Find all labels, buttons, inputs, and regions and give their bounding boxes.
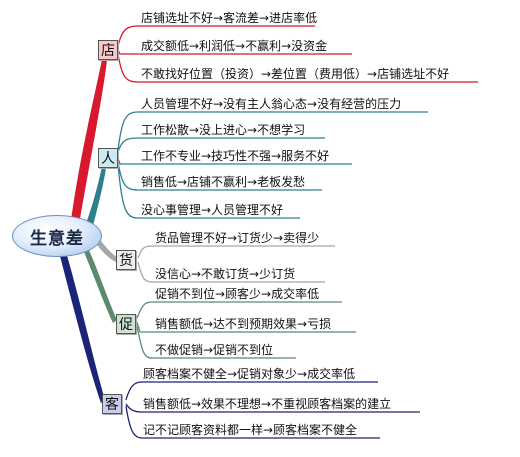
sub-lines-ke [125, 381, 420, 439]
sub-lines-ren [117, 111, 428, 219]
ren-item-5[interactable]: 没心事管理→人员管理不好 [141, 203, 284, 217]
category-dian-label: 店 [101, 43, 115, 59]
central-topic[interactable]: 生意差 [12, 215, 102, 257]
central-topic-label: 生意差 [30, 228, 84, 249]
category-cu[interactable]: 促 [116, 314, 136, 334]
category-dian[interactable]: 店 [98, 40, 118, 60]
huo-item-2[interactable]: 没信心→不敢订货→少订货 [155, 267, 296, 281]
dian-item-2[interactable]: 成交额低→利润低→不赢利→没资金 [141, 39, 328, 53]
category-ke-label: 客 [105, 397, 119, 413]
dian-item-3[interactable]: 不敢找好位置（投资）→差位置（费用低）→店铺选址不好 [141, 67, 450, 81]
branch-ren [85, 158, 107, 230]
cu-item-1[interactable]: 促销不到位→顾客少→成交率低 [155, 287, 320, 301]
cu-item-3[interactable]: 不做促销→促销不到位 [155, 343, 274, 357]
category-huo-label: 货 [119, 253, 133, 269]
category-huo[interactable]: 货 [116, 250, 136, 270]
ke-item-3[interactable]: 记不记顾客资料都一样→顾客档案不健全 [143, 423, 358, 437]
ren-item-4[interactable]: 销售低→店铺不赢利→老板发愁 [141, 175, 306, 189]
branch-cu [84, 248, 117, 323]
branch-dian [70, 48, 108, 230]
ke-item-1[interactable]: 顾客档案不健全→促销对象少→成交率低 [143, 367, 356, 381]
category-ren[interactable]: 人 [98, 148, 118, 168]
cu-item-2[interactable]: 销售额低→达不到预期效果→亏损 [155, 317, 332, 331]
branch-ke [60, 252, 105, 403]
huo-item-1[interactable]: 货品管理不好→订货少→卖得少 [155, 231, 320, 245]
ren-item-3[interactable]: 工作不专业→技巧性不强→服务不好 [141, 149, 330, 163]
ke-item-2[interactable]: 销售额低→效果不理想→不重视顾客档案的建立 [143, 397, 392, 411]
category-ren-label: 人 [101, 151, 115, 167]
sub-lines-cu [136, 301, 356, 359]
category-ke[interactable]: 客 [102, 394, 122, 414]
ren-item-2[interactable]: 工作松散→没上进心→不想学习 [141, 123, 306, 137]
sub-lines-dian [117, 25, 478, 83]
category-cu-label: 促 [119, 317, 133, 333]
ren-item-1[interactable]: 人员管理不好→没有主人翁心态→没有经营的压力 [141, 97, 402, 111]
dian-item-1[interactable]: 店铺选址不好→客流差→进店率低 [141, 11, 318, 25]
sub-lines-huo [137, 245, 335, 283]
